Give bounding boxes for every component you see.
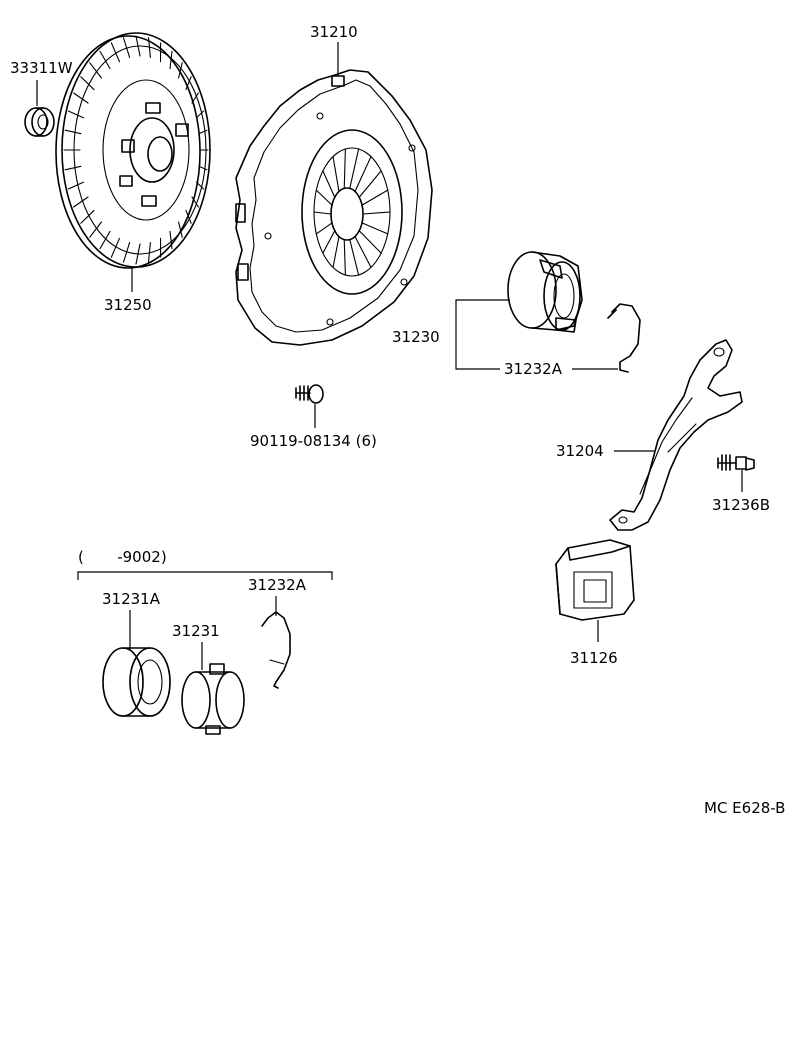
variant-bearing [102,647,171,717]
clutch-disc [55,32,211,269]
disc-label: 31250 [104,296,152,314]
clutch-cover [235,69,433,346]
variant-clip-label: 31232A [248,576,307,594]
variant-bearing-label: 31231A [102,590,161,608]
variant-bracket [77,571,333,580]
support-label: 31236B [712,496,770,514]
variant-bracket-label: ( -9002) [78,548,167,566]
hub-leader [455,299,510,336]
clip-label: 31232A [504,360,563,378]
variant-hub-label: 31231 [172,622,220,640]
fork-label: 31204 [556,442,604,460]
release-fork [609,339,743,531]
hub-clip-upper [607,303,641,373]
variant-clip [261,611,291,689]
variant-hub [181,663,245,735]
cover-bolt [295,384,324,404]
hub-clip-bracket [455,336,500,370]
fork-support [717,454,755,471]
bolt-label: 90119-08134 (6) [250,432,377,450]
fork-boot [555,539,635,621]
cover-label: 31210 [310,23,358,41]
boot-label: 31126 [570,649,618,667]
hub-label: 31230 [392,328,440,346]
release-bearing-bushing [24,107,55,137]
bushing-label: 33311W [10,59,73,77]
release-bearing-hub [507,251,583,333]
diagram-code: MC E628-B [704,799,785,817]
